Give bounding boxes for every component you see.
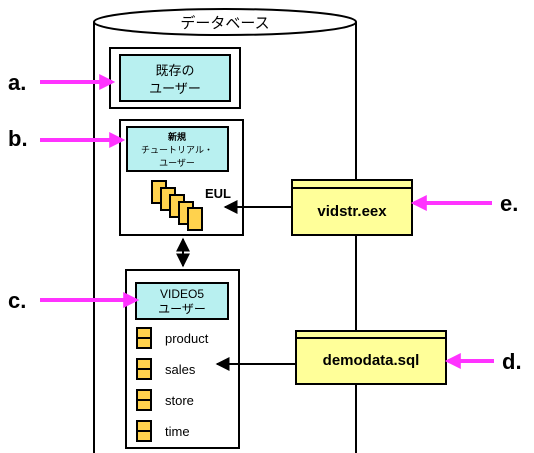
table-label: sales — [165, 362, 196, 377]
table-icon — [136, 389, 152, 411]
export-file: vidstr.eex — [291, 179, 413, 236]
table-list: product sales store time — [136, 327, 209, 442]
export-file-name: vidstr.eex — [317, 203, 387, 220]
table-icon — [136, 358, 152, 380]
table-label: time — [165, 424, 190, 439]
tutorial-user-label-1: 新規 — [168, 131, 186, 143]
cylinder-top — [93, 8, 357, 36]
table-label: store — [165, 393, 194, 408]
eul-tables-icon — [151, 180, 203, 231]
sql-file-name: demodata.sql — [323, 352, 420, 369]
existing-user-box: 既存の ユーザー — [109, 47, 241, 109]
video-user-box: VIDEO5 ユーザー — [125, 269, 240, 449]
table-icon — [136, 420, 152, 442]
table-icon — [136, 327, 152, 349]
sql-file: demodata.sql — [295, 330, 447, 385]
callout-d-label: d. — [502, 349, 522, 374]
database-cylinder: データベース — [93, 8, 357, 453]
tutorial-user-label-2: チュートリアル・ — [141, 145, 213, 156]
callout-c: c. — [8, 288, 140, 313]
callout-b-label: b. — [8, 126, 28, 151]
callout-b: b. — [8, 126, 126, 151]
callout-a: a. — [8, 70, 116, 95]
tutorial-user-box: 新規 チュートリアル・ ユーザー EUL — [119, 119, 244, 236]
eul-label: EUL — [205, 186, 231, 201]
callout-d: d. — [444, 349, 522, 374]
existing-user-label-1: 既存の — [155, 64, 194, 79]
database-title: データベース — [180, 14, 269, 32]
callout-c-label: c. — [8, 288, 26, 313]
callout-e: e. — [410, 191, 518, 216]
video-user-label-2: ユーザー — [158, 302, 206, 316]
existing-user-label-2: ユーザー — [149, 82, 201, 97]
video-user-label-1: VIDEO5 — [160, 287, 204, 301]
tutorial-user-label-3: ユーザー — [159, 158, 195, 169]
table-label: product — [165, 331, 209, 346]
callout-e-label: e. — [500, 191, 518, 216]
callout-a-label: a. — [8, 70, 26, 95]
